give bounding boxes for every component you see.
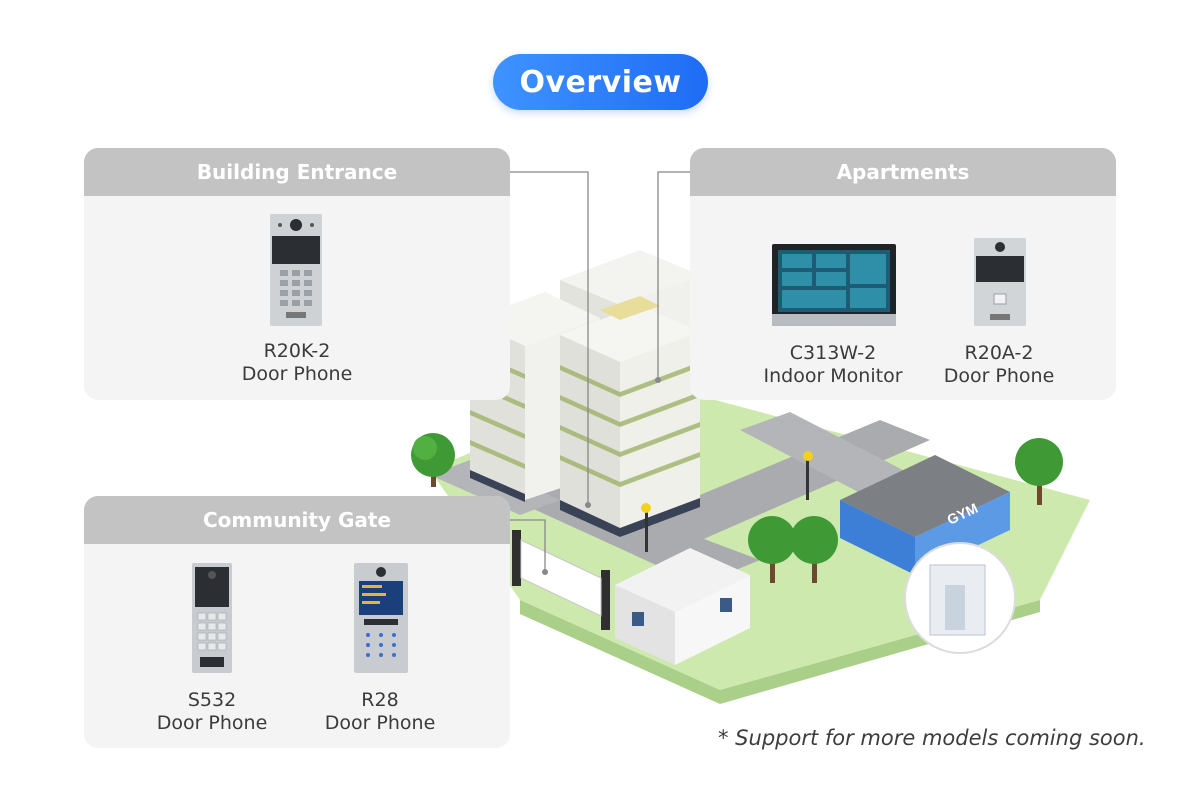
tree-mid-1 [748, 516, 796, 583]
c313w-2-device-image [772, 244, 896, 326]
product-r28: R28 Door Phone [310, 689, 450, 735]
tree-mid-2 [790, 516, 838, 583]
panel-title: Community Gate [84, 496, 510, 544]
footnote: * Support for more models coming soon. [718, 726, 1146, 750]
product-type: Door Phone [156, 712, 268, 734]
s532-device-image [192, 563, 232, 673]
product-type: Door Phone [241, 363, 353, 385]
apartment-tower-front [560, 296, 700, 537]
tree-left [411, 433, 455, 487]
street-lamp-2 [803, 451, 813, 500]
door-callout-circle [904, 542, 1016, 654]
product-model: R20K-2 [263, 340, 331, 362]
product-model: S532 [187, 689, 237, 711]
product-model: R20A-2 [964, 342, 1034, 364]
overview-title: Overview [493, 54, 708, 110]
community-gate-fence [512, 530, 610, 630]
product-s532: S532 Door Phone [142, 689, 282, 735]
product-type: Door Phone [943, 365, 1055, 387]
tree-right [1015, 438, 1063, 505]
street-lamp-1 [641, 503, 651, 552]
panel-community-gate: Community Gate [84, 496, 510, 748]
product-type: Indoor Monitor [763, 365, 903, 387]
connector-lines [508, 171, 690, 572]
product-model: R28 [361, 689, 399, 711]
r28-device-image [354, 563, 408, 673]
lawn-edge [520, 600, 1040, 704]
r20k-2-device-image [270, 214, 322, 326]
product-r20k-2: R20K-2 Door Phone [217, 340, 377, 386]
r20a-2-device-image [974, 238, 1026, 326]
panel-title: Building Entrance [84, 148, 510, 196]
product-r20a-2: R20A-2 Door Phone [929, 342, 1069, 388]
panel-apartments: Apartments [690, 148, 1116, 400]
product-model: C313W-2 [789, 342, 877, 364]
panel-title: Apartments [690, 148, 1116, 196]
product-type: Door Phone [324, 712, 436, 734]
utility-house [615, 548, 750, 665]
product-c313w-2: C313W-2 Indoor Monitor [753, 342, 913, 388]
